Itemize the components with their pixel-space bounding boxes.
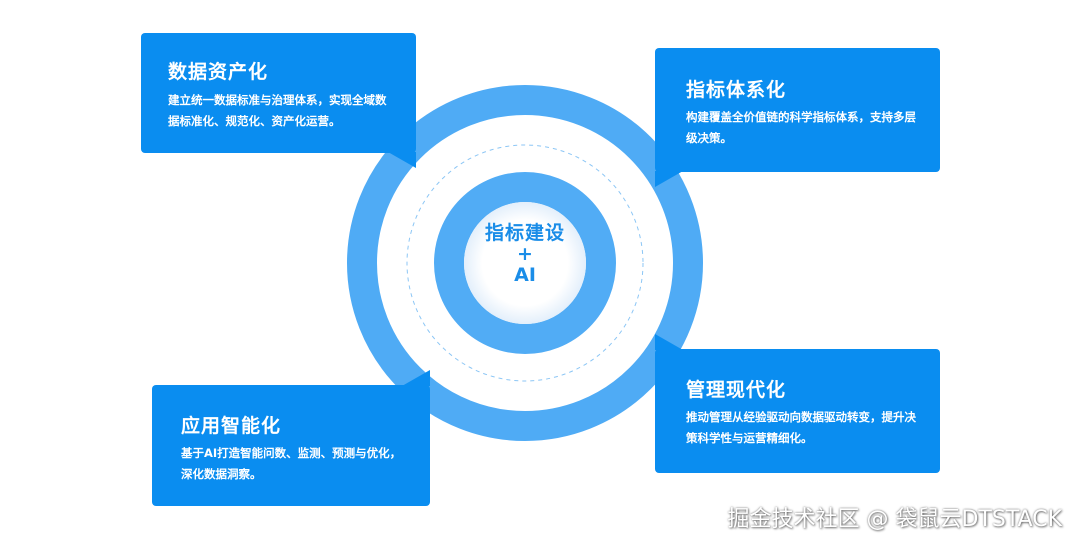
card-indicator-system: 指标体系化 构建覆盖全价值链的科学指标体系，支持多层级决策。 — [655, 48, 940, 172]
card-smart-application: 应用智能化 基于AI打造智能问数、监测、预测与优化，深化数据洞察。 — [152, 385, 430, 506]
center-line-1: 指标建设 — [484, 222, 565, 244]
card-data-asset: 数据资产化 建立统一数据标准与治理体系，实现全域数据标准化、规范化、资产化运营。 — [141, 33, 416, 153]
dashed-ring — [406, 144, 644, 382]
center-label: 指标建设 + AI — [475, 222, 575, 286]
card-desc: 构建覆盖全价值链的科学指标体系，支持多层级决策。 — [686, 110, 916, 145]
card-desc: 建立统一数据标准与治理体系，实现全域数据标准化、规范化、资产化运营。 — [168, 93, 387, 128]
card-management-modern: 管理现代化 推动管理从经验驱动向数据驱动转变，提升决策科学性与运营精细化。 — [655, 349, 940, 473]
center-line-2: + — [517, 243, 533, 265]
card-pointer — [388, 152, 416, 168]
card-desc: 基于AI打造智能问数、监测、预测与优化，深化数据洞察。 — [181, 446, 402, 481]
card-pointer — [655, 334, 683, 350]
card-desc: 推动管理从经验驱动向数据驱动转变，提升决策科学性与运营精细化。 — [686, 410, 916, 445]
card-title: 指标体系化 — [686, 79, 787, 101]
card-title: 管理现代化 — [686, 379, 787, 401]
inner-ring — [434, 172, 616, 354]
center-line-3: AI — [514, 264, 536, 286]
card-title: 应用智能化 — [181, 415, 282, 437]
center-disc — [464, 202, 586, 324]
outer-ring — [347, 85, 703, 441]
card-pointer — [402, 370, 430, 386]
watermark: 掘金技术社区 @ 袋鼠云DTSTACK — [727, 507, 1062, 532]
card-title: 数据资产化 — [168, 61, 269, 83]
card-pointer — [655, 171, 683, 187]
